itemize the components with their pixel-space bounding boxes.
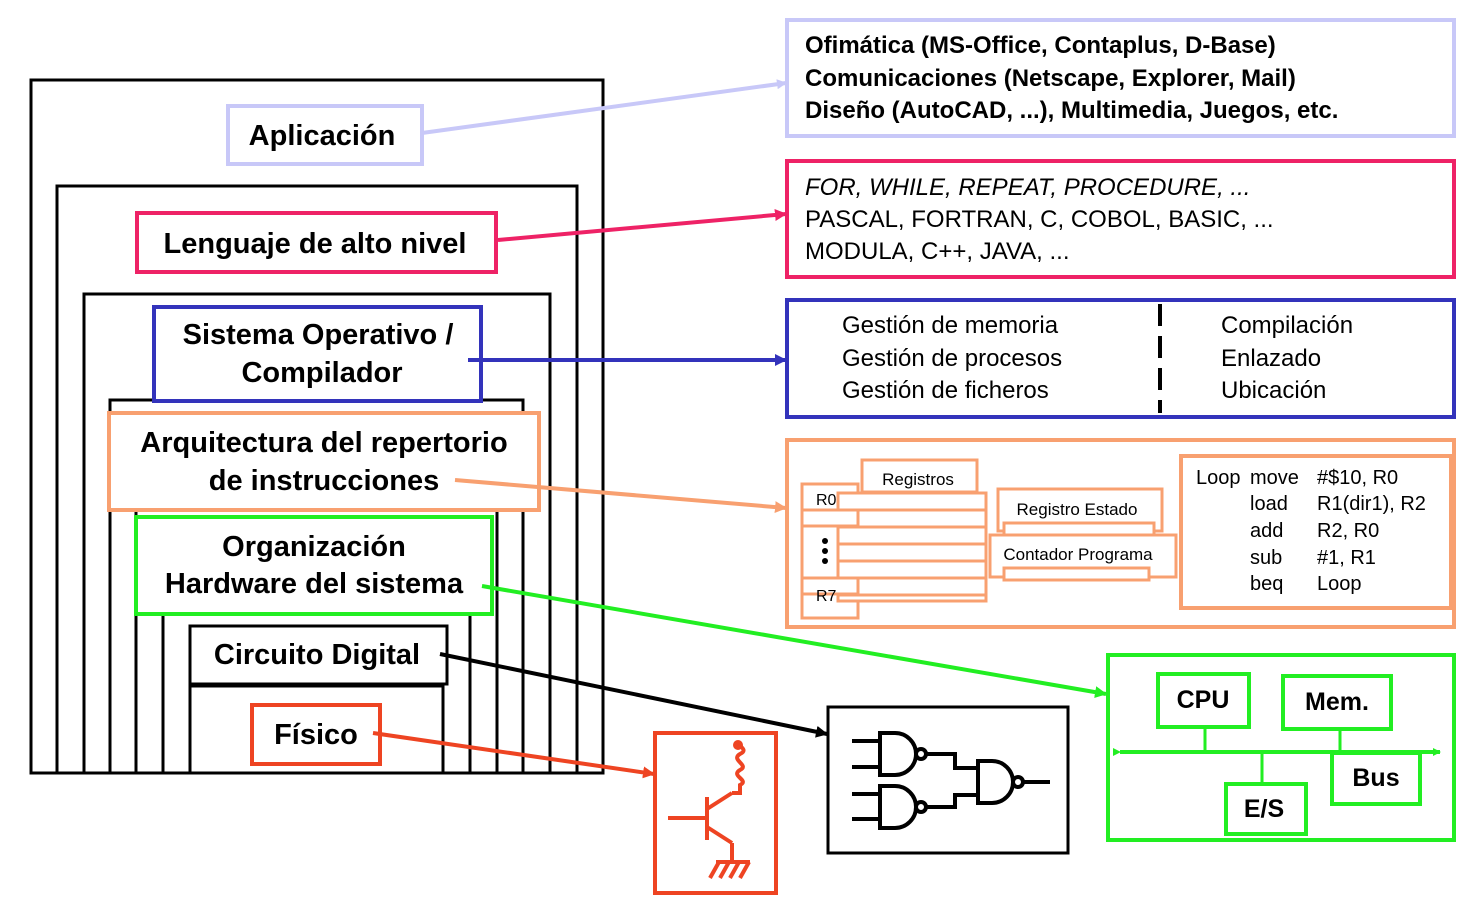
label-lenguaje: Lenguaje de alto nivel: [164, 228, 467, 260]
language-keywords: FOR, WHILE, REPEAT, PROCEDURE, ...: [805, 174, 1250, 201]
language-box: FOR, WHILE, REPEAT, PROCEDURE, ... PASCA…: [785, 159, 1456, 279]
register-file: [800, 458, 988, 620]
logic-gates-box: [826, 705, 1070, 855]
code-op: sub: [1250, 547, 1282, 569]
os-left-item: Gestión de procesos: [842, 345, 1062, 372]
arrow-lenguaje: [497, 209, 787, 242]
cpu-block: [1156, 672, 1251, 729]
code-args: R1(dir1), R2: [1317, 493, 1426, 515]
label-organizacion-2: Hardware del sistema: [165, 568, 464, 600]
application-line: Ofimática (MS-Office, Contaplus, D-Base): [805, 32, 1276, 59]
os-box: Gestión de memoria Gestión de procesos G…: [785, 298, 1456, 419]
level-frame-7: [188, 684, 445, 773]
code-op: beq: [1250, 573, 1283, 595]
nand-gate-icon: [852, 731, 1050, 830]
label-arquitectura-2: de instrucciones: [209, 465, 439, 497]
cpu-label: CPU: [1177, 686, 1230, 714]
code-args: R2, R0: [1317, 520, 1379, 542]
contador-programa-label: Contador Programa: [1003, 545, 1153, 564]
mem-label: Mem.: [1305, 688, 1369, 716]
code-listing: Loop move #$10, R0 load R1(dir1), R2 add…: [1196, 467, 1426, 595]
os-left-item: Gestión de memoria: [842, 312, 1059, 339]
r7-label: R7: [816, 588, 837, 605]
code-args: Loop: [1317, 573, 1362, 595]
layer-sistema-operativo: Sistema Operativo / Compilador: [152, 305, 483, 403]
bus-block: [1330, 751, 1422, 806]
layer-lenguaje: Lenguaje de alto nivel: [135, 211, 498, 274]
level-frame-2: [55, 184, 579, 773]
level-frame-3: [82, 292, 552, 773]
label-arquitectura-1: Arquitectura del repertorio: [140, 427, 507, 459]
registros-label: Registros: [882, 470, 954, 489]
level-frame-1: [29, 78, 605, 775]
code-args: #$10, R0: [1317, 467, 1398, 489]
mem-block: [1281, 674, 1393, 731]
layer-circuito: Circuito Digital: [214, 639, 420, 671]
layer-arquitectura: Arquitectura del repertorio de instrucci…: [107, 411, 541, 512]
label-organizacion-1: Organización: [222, 531, 406, 563]
transistor-box: [653, 731, 778, 895]
r0-label: R0: [816, 492, 837, 509]
application-box: Ofimática (MS-Office, Contaplus, D-Base)…: [785, 18, 1456, 138]
label-circuito: Circuito Digital: [214, 639, 420, 671]
connector-arrows: [372, 79, 1107, 779]
layer-fisico: Físico: [250, 703, 382, 766]
code-op: move: [1250, 467, 1299, 489]
ellipsis-dots: [822, 538, 828, 564]
isa-box: Registros R0 R7 Registro Estado Contador…: [785, 438, 1456, 629]
arrow-aplicacion: [421, 79, 787, 135]
arrow-organizacion: [481, 584, 1107, 699]
language-line: PASCAL, FORTRAN, C, COBOL, BASIC, ...: [805, 206, 1274, 233]
application-line: Comunicaciones (Netscape, Explorer, Mail…: [805, 65, 1296, 92]
code-args: #1, R1: [1317, 547, 1376, 569]
hardware-box: CPU Mem. Bus E/S: [1106, 653, 1456, 842]
layer-organizacion: Organización Hardware del sistema: [134, 515, 494, 616]
os-right-item: Enlazado: [1221, 345, 1321, 372]
special-registers: [988, 487, 1178, 582]
es-label: E/S: [1244, 795, 1284, 823]
arrow-fisico: [372, 731, 655, 779]
es-block: [1224, 782, 1308, 836]
os-right-item: Compilación: [1221, 312, 1353, 339]
code-label: Loop: [1196, 467, 1241, 489]
label-fisico: Físico: [274, 719, 358, 751]
code-op: load: [1250, 493, 1288, 515]
label-sistema-operativo-2: Compilador: [241, 357, 402, 389]
transistor-icon: [668, 740, 751, 879]
layer-aplicacion: Aplicación: [226, 104, 424, 166]
code-op: add: [1250, 520, 1283, 542]
label-aplicacion: Aplicación: [249, 120, 396, 152]
code-listing-frame: [1179, 454, 1453, 610]
arrow-arquitectura: [454, 478, 787, 514]
arrow-circuito: [439, 652, 828, 738]
label-sistema-operativo-1: Sistema Operativo /: [183, 319, 454, 351]
os-left-item: Gestión de ficheros: [842, 377, 1049, 404]
registro-estado-label: Registro Estado: [1017, 500, 1138, 519]
os-right-item: Ubicación: [1221, 377, 1326, 404]
language-line: MODULA, C++, JAVA, ...: [805, 238, 1070, 265]
application-line: Diseño (AutoCAD, ...), Multimedia, Juego…: [805, 97, 1338, 124]
bus-label: Bus: [1352, 764, 1399, 792]
